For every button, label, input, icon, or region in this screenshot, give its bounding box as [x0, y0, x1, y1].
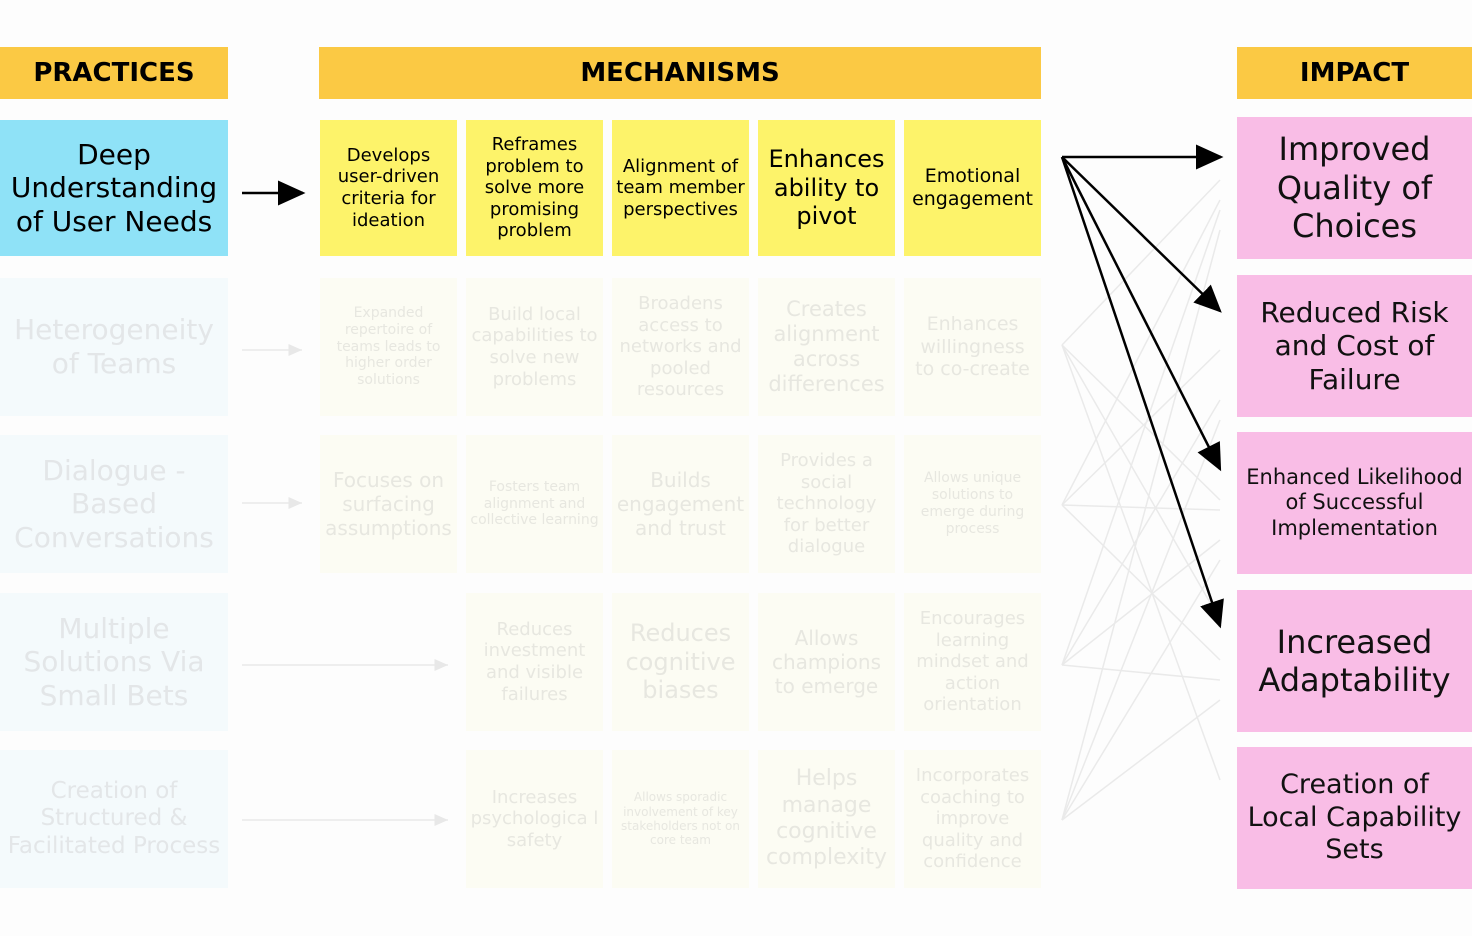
- mechanism-engagement-trust: Builds engagement and trust: [612, 435, 749, 573]
- mechanism-alignment-perspectives: Alignment of team member perspectives: [612, 120, 749, 256]
- mechanism-psychological-safety: Increases psychologica l safety: [466, 750, 603, 888]
- arrow-to-reduced-risk: [1061, 156, 1222, 313]
- arrow-to-enhanced-likelihood: [1060, 156, 1222, 472]
- mechanism-emotional-engagement: Emotional engagement: [904, 120, 1041, 256]
- impact-improved-quality: Improved Quality of Choices: [1237, 117, 1472, 259]
- mechanism-reduces-investment: Reduces investment and visible failures: [466, 593, 603, 731]
- mechanism-champions: Allows champions to emerge: [758, 593, 895, 731]
- mechanism-creates-alignment: Creates alignment across differences: [758, 278, 895, 416]
- impact-header: IMPACT: [1237, 47, 1472, 99]
- mechanisms-header: MECHANISMS: [319, 47, 1041, 99]
- mechanism-sporadic-involvement: Allows sporadic involvement of key stake…: [612, 750, 749, 888]
- mechanism-cognitive-biases: Reduces cognitive biases: [612, 593, 749, 731]
- practices-header: PRACTICES: [0, 47, 228, 99]
- impact-local-capability: Creation of Local Capability Sets: [1237, 747, 1472, 889]
- mechanism-reframes-problem: Reframes problem to solve more promising…: [466, 120, 603, 256]
- mechanism-unique-solutions: Allows unique solutions to emerge during…: [904, 435, 1041, 573]
- arrow-to-increased-adaptability: [1060, 156, 1224, 629]
- practice-multiple-solutions: Multiple Solutions Via Small Bets: [0, 593, 228, 731]
- mechanism-co-create: Enhances willingness to co-create: [904, 278, 1041, 416]
- practice-structured-process: Creation of Structured & Facilitated Pro…: [0, 750, 228, 888]
- mechanism-expanded-repertoire: Expanded repertoire of teams leads to hi…: [320, 278, 457, 416]
- mechanism-ability-to-pivot: Enhances ability to pivot: [758, 120, 895, 256]
- practice-heterogeneity: Heterogeneity of Teams: [0, 278, 228, 416]
- mechanism-learning-mindset: Encourages learning mindset and action o…: [904, 593, 1041, 731]
- impact-enhanced-likelihood: Enhanced Likelihood of Successful Implem…: [1237, 432, 1472, 574]
- mechanism-user-driven-criteria: Develops user-driven criteria for ideati…: [320, 120, 457, 256]
- mechanism-broadens-access: Broadens access to networks and pooled r…: [612, 278, 749, 416]
- mechanism-cognitive-complexity: Helps manage cognitive complexity: [758, 750, 895, 888]
- impact-reduced-risk: Reduced Risk and Cost of Failure: [1237, 275, 1472, 417]
- mechanism-local-capabilities: Build local capabilities to solve new pr…: [466, 278, 603, 416]
- practice-dialogue: Dialogue - Based Conversations: [0, 435, 228, 573]
- practice-deep-understanding: Deep Understanding of User Needs: [0, 120, 228, 256]
- mechanism-social-technology: Provides a social technology for better …: [758, 435, 895, 573]
- mechanism-team-alignment: Fosters team alignment and collective le…: [466, 435, 603, 573]
- impact-increased-adaptability: Increased Adaptability: [1237, 590, 1472, 732]
- mechanism-coaching: Incorporates coaching to improve quality…: [904, 750, 1041, 888]
- mechanism-surfacing-assumptions: Focuses on surfacing assumptions: [320, 435, 457, 573]
